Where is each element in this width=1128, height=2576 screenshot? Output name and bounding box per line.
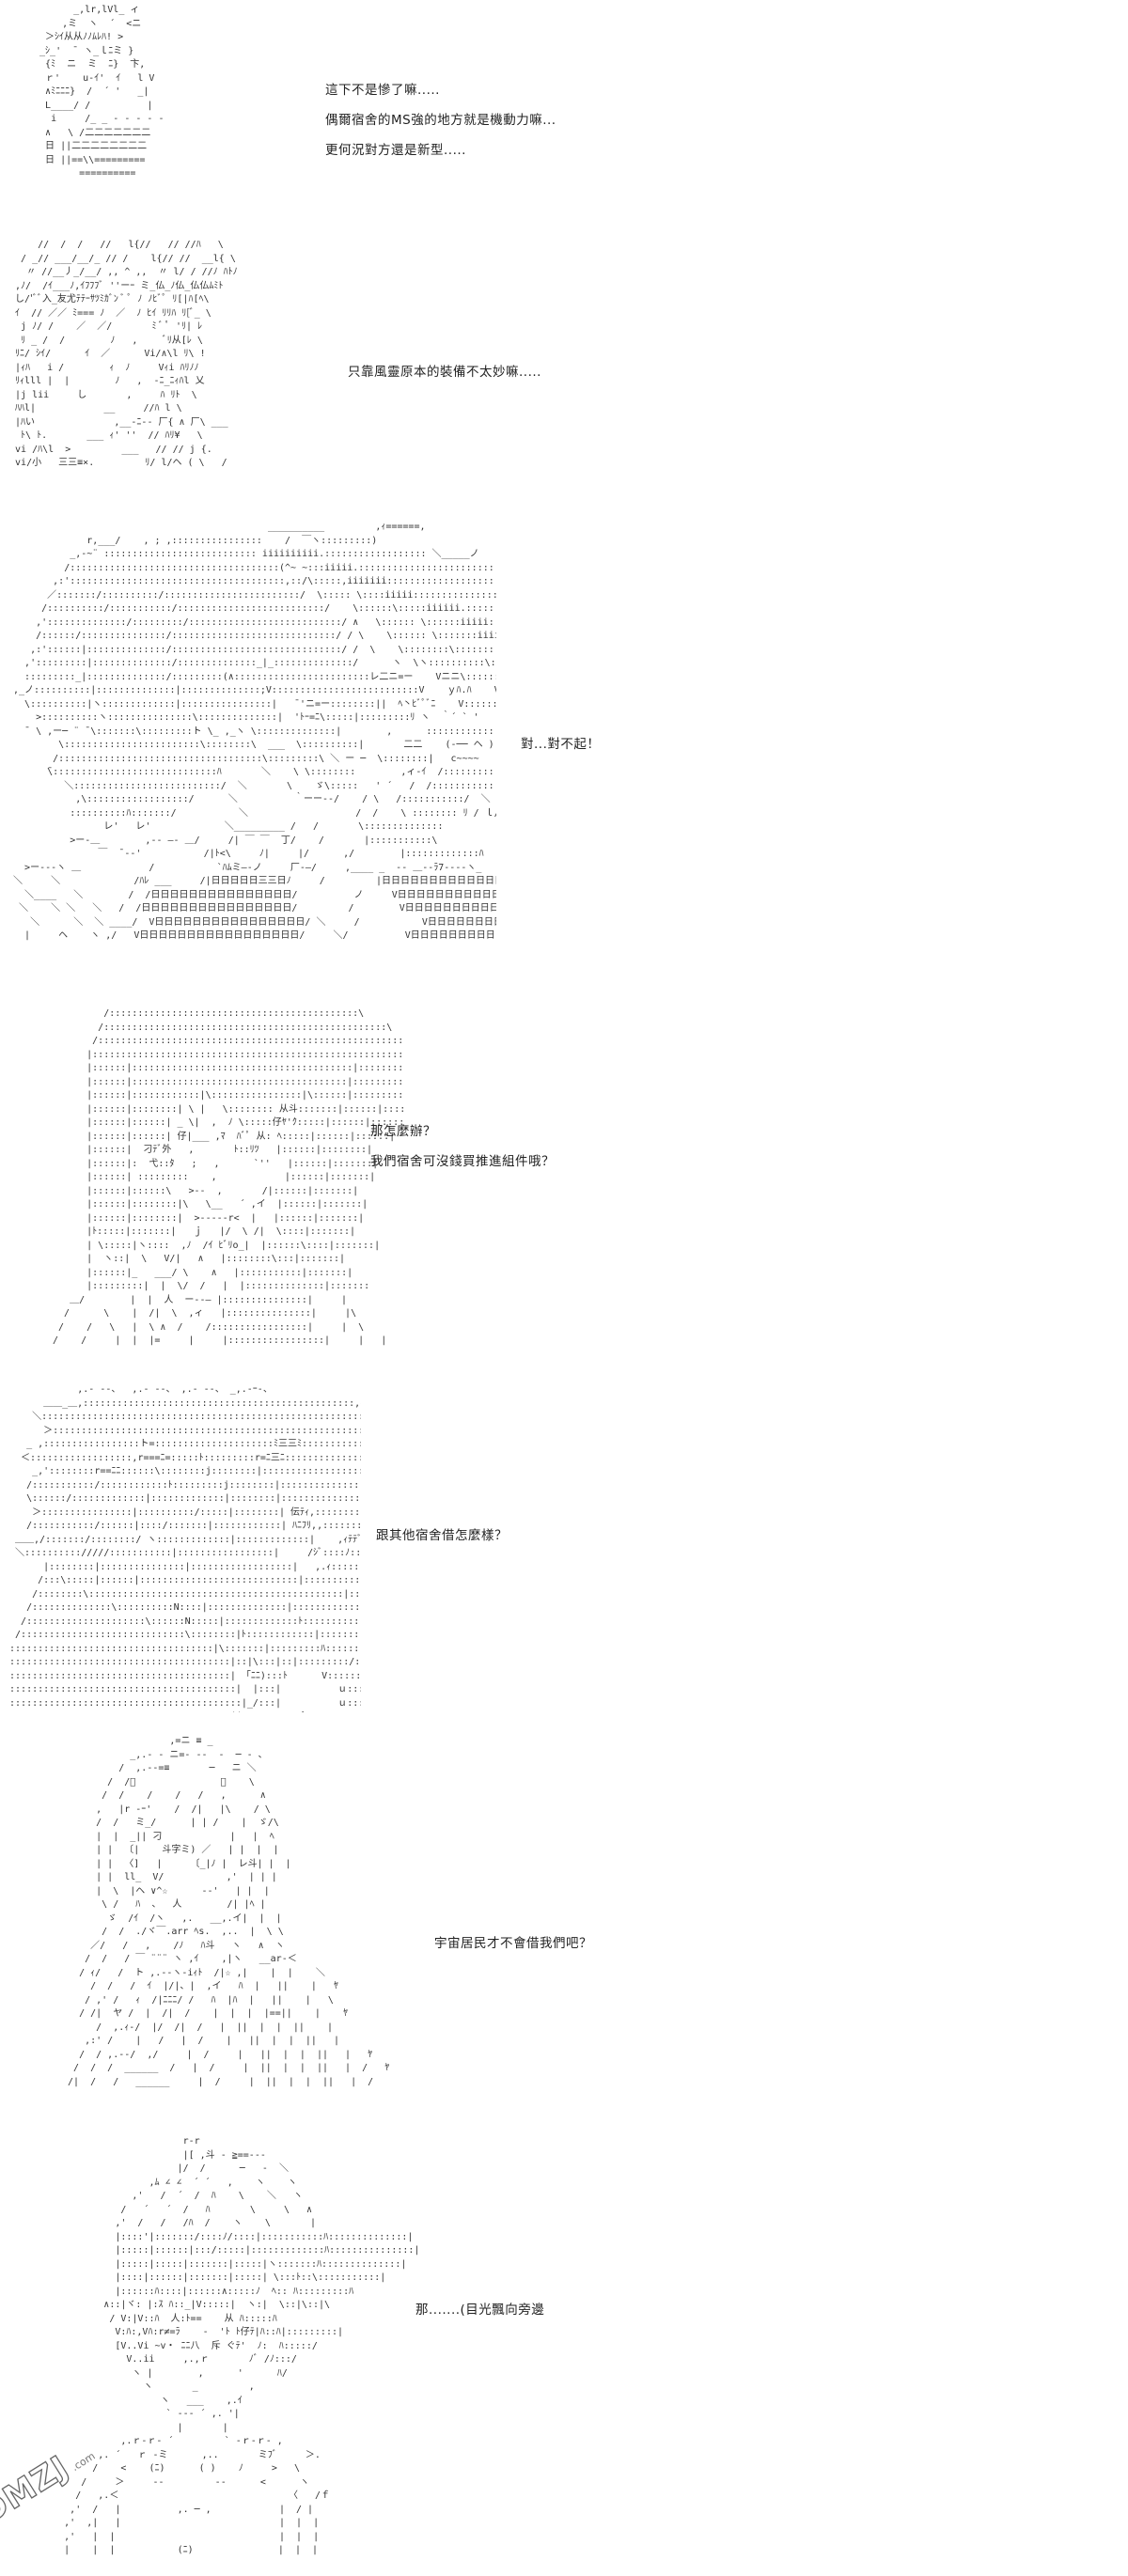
panel-6: ,=ニ ≡ _ _,.- ‐ ニ=‐ -- ‐ ─ - ､ / ,.-‐=≡ ─…	[0, 1729, 1128, 2105]
ascii-art-figure-6: ,=ニ ≡ _ _,.- ‐ ニ=‐ -- ‐ ─ - ､ / ,.-‐=≡ ─…	[68, 1736, 390, 2087]
dialog-text-panel-4: 那怎麼辦？ 我們宿舍可沒錢買推進組件哦？	[370, 1116, 555, 1177]
panel-2: // / / // l{// // //ﾊ \ / _// ___/__/_ /…	[0, 235, 1128, 507]
dialog-line: 更何況對方還是新型.....	[325, 143, 466, 158]
dialog-text-panel-7: 那.......(目光飄向旁邊	[415, 2295, 544, 2325]
panel-3: __________ ,ｨ======, r,___/ , ; ,:::::::…	[0, 517, 1128, 977]
ascii-art-figure-7: r‐r |[ ,斗 ‐ ≧==‐-- |/ / ─ ‐ ＼ ,ﾑ ∠ ∠ ´ ´…	[64, 2136, 420, 2555]
dialog-line: 偶爾宿舍的MS強的地方就是機動力嘛...	[325, 113, 556, 128]
panel-5: ,.- --、 ,.- --、 ,.- --、 _,.-ｰ-、 ＿＿_＿,:::…	[0, 1372, 1128, 1720]
panel-7: r‐r |[ ,斗 ‐ ≧==‐-- |/ / ─ ‐ ＼ ,ﾑ ∠ ∠ ´ ´…	[0, 2124, 1128, 2576]
dialog-text-panel-3: 對...對不起！	[521, 729, 600, 759]
dialog-text-panel-6: 宇宙居民才不會借我們吧？	[434, 1928, 592, 1959]
watermark-domain: .com	[69, 2449, 98, 2475]
dialog-line: 我們宿舍可沒錢買推進組件哦？	[370, 1154, 555, 1169]
dialog-line: 那怎麼辦？	[370, 1124, 436, 1139]
dialog-line: 這下不是慘了嘛.....	[325, 83, 440, 98]
dialog-text-panel-1: 這下不是慘了嘛..... 偶爾宿舍的MS強的地方就是機動力嘛... 更何況對方還…	[325, 75, 556, 165]
ascii-art-figure-3: __________ ,ｨ======, r,___/ , ; ,:::::::…	[13, 522, 496, 941]
dialog-line: 宇宙居民才不會借我們吧？	[434, 1936, 592, 1951]
panel-4: /:::::::::::::::::::::::::::::::::::::::…	[0, 996, 1128, 1353]
dialog-line: 只靠風靈原本的裝備不太妙嘛.....	[348, 365, 541, 380]
ascii-art-figure-2: // / / // l{// // //ﾊ \ / _// ___/__/_ /…	[15, 240, 238, 468]
ascii-art-figure-1: _,lr,lVl_ ィ ,ミ ヽ ´ <ニ ＞ｼｲ从从ﾉﾉﾑﾚﾊ! > _ｼ_'…	[39, 5, 164, 179]
ascii-art-figure-4: /:::::::::::::::::::::::::::::::::::::::…	[53, 1008, 404, 1346]
dialog-line: 對...對不起！	[521, 737, 601, 752]
dialog-line: 跟其他宿舍借怎麼樣？	[376, 1528, 508, 1543]
ascii-art-figure-5: ,.- --、 ,.- --、 ,.- --、 _,.-ｰ-、 ＿＿_＿,:::…	[9, 1384, 361, 1712]
dialog-line: 那.......(目光飄向旁邊	[415, 2303, 545, 2318]
dialog-text-panel-2: 只靠風靈原本的裝備不太妙嘛.....	[348, 357, 541, 387]
panel-1: _,lr,lVl_ ィ ,ミ ヽ ´ <ニ ＞ｼｲ从从ﾉﾉﾑﾚﾊ! > _ｼ_'…	[0, 0, 1128, 216]
dialog-text-panel-5: 跟其他宿舍借怎麼樣？	[376, 1521, 508, 1551]
